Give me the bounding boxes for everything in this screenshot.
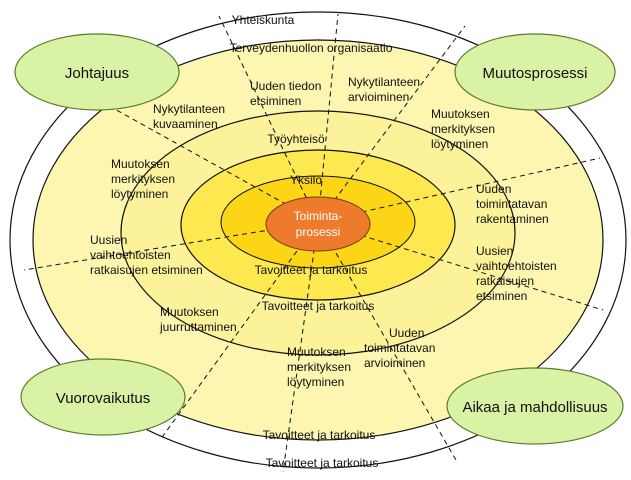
goal-label-inner: Tavoitteet ja tarkoitus [255, 263, 368, 277]
svg-text:Muutoksen: Muutoksen [431, 107, 490, 121]
svg-text:Uusien: Uusien [476, 244, 513, 258]
svg-text:arvioiminen: arvioiminen [348, 90, 409, 104]
phase-upper-right: Muutoksen merkityksen löytyminen [431, 107, 495, 151]
svg-text:ratkaisujen etsiminen: ratkaisujen etsiminen [90, 263, 203, 277]
goal-label-organization: Tavoitteet ja tarkoitus [263, 428, 376, 442]
goal-label-society: Tavoitteet ja tarkoitus [266, 456, 379, 470]
svg-text:Muutoksen: Muutoksen [287, 345, 346, 359]
svg-text:toimintatavan: toimintatavan [364, 341, 435, 355]
oval-johtajuus [14, 33, 180, 111]
svg-text:Nykytilanteen: Nykytilanteen [348, 75, 420, 89]
svg-text:Muutoksen: Muutoksen [111, 157, 170, 171]
svg-text:vaihtoehtoisten: vaihtoehtoisten [90, 248, 171, 262]
ring-label-team: Työyhteisö [267, 132, 325, 146]
svg-text:rakentaminen: rakentaminen [476, 212, 549, 226]
ring-label-organization: Terveydenhuollon organisaatio [230, 41, 393, 55]
svg-text:vaihtoehtoisten: vaihtoehtoisten [476, 259, 557, 273]
svg-text:Uuden: Uuden [476, 182, 511, 196]
phase-left-mid: Muutoksen merkityksen löytyminen [111, 157, 175, 201]
svg-text:löytyminen: löytyminen [287, 375, 344, 389]
phase-bottom-center: Muutoksen merkityksen löytyminen [287, 345, 351, 389]
svg-text:arvioiminen: arvioiminen [364, 356, 425, 370]
svg-text:Muutoksen: Muutoksen [160, 305, 219, 319]
svg-text:merkityksen: merkityksen [111, 172, 175, 186]
goal-label-team: Tavoitteet ja tarkoitus [262, 299, 375, 313]
oval-muutosprosessi [454, 33, 616, 111]
svg-text:löytyminen: löytyminen [431, 137, 488, 151]
oval-label-johtajuus: Johtajuus [65, 65, 129, 82]
svg-text:kuvaaminen: kuvaaminen [153, 117, 218, 131]
oval-aikaa [446, 367, 624, 445]
phase-upper-left: Nykytilanteen kuvaaminen [153, 102, 225, 131]
core-ellipse [265, 196, 371, 252]
oval-label-muutosprosessi: Muutosprosessi [482, 65, 587, 82]
svg-text:etsiminen: etsiminen [250, 94, 301, 108]
phase-bottom-left: Muutoksen juurruttaminen [159, 305, 237, 334]
ring-label-individual: Yksilö [290, 173, 322, 187]
svg-text:merkityksen: merkityksen [431, 122, 495, 136]
phase-top-center-right: Nykytilanteen arvioiminen [348, 75, 420, 104]
phase-right-mid: Uuden toimintatavan rakentaminen [476, 182, 549, 226]
svg-text:merkityksen: merkityksen [287, 360, 351, 374]
svg-text:löytyminen: löytyminen [111, 187, 168, 201]
phase-right-lower: Uusien vaihtoehtoisten ratkaisujen etsim… [476, 244, 557, 303]
phase-top-center-left: Uuden tiedon etsiminen [250, 79, 321, 108]
core-label-line1: Toiminta- [294, 209, 343, 223]
ring-label-society: Yhteiskunta [232, 13, 295, 27]
svg-text:Uuden: Uuden [389, 326, 424, 340]
svg-text:juurruttaminen: juurruttaminen [159, 320, 237, 334]
svg-text:ratkaisujen: ratkaisujen [476, 274, 534, 288]
svg-text:etsiminen: etsiminen [476, 289, 527, 303]
svg-text:Nykytilanteen: Nykytilanteen [153, 102, 225, 116]
phase-left-lower: Uusien vaihtoehtoisten ratkaisujen etsim… [90, 233, 203, 277]
phase-bottom-right: Uuden toimintatavan arvioiminen [364, 326, 435, 370]
oval-label-aikaa: Aikaa ja mahdollisuus [462, 399, 607, 416]
svg-text:Uuden tiedon: Uuden tiedon [250, 79, 321, 93]
svg-text:Uusien: Uusien [90, 233, 127, 247]
svg-text:toimintatavan: toimintatavan [476, 197, 547, 211]
core-label-line2: prosessi [296, 225, 341, 239]
oval-label-vuorovaikutus: Vuorovaikutus [56, 390, 151, 407]
radial-spokes [23, 13, 604, 473]
oval-vuorovaikutus [20, 358, 186, 436]
